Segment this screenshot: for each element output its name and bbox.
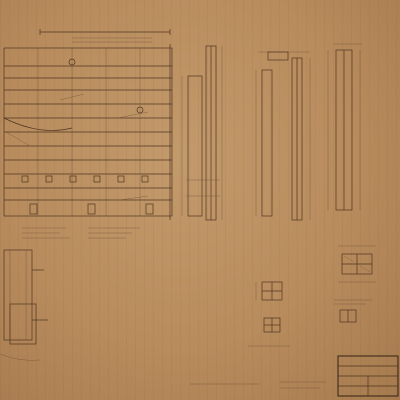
connection-detail — [334, 299, 372, 323]
title-block — [337, 355, 399, 397]
column-section-2 — [255, 51, 311, 221]
column-section-3 — [327, 43, 362, 211]
section-marker-b — [136, 106, 144, 114]
elevation-notes — [22, 227, 140, 239]
bottom-notes — [190, 381, 326, 389]
column-section-1 — [181, 45, 223, 221]
left-detail — [0, 249, 48, 361]
right-plan-detail — [338, 245, 376, 283]
main-elevation — [3, 29, 173, 220]
section-marker-a — [68, 58, 76, 66]
plan-details — [248, 281, 290, 347]
